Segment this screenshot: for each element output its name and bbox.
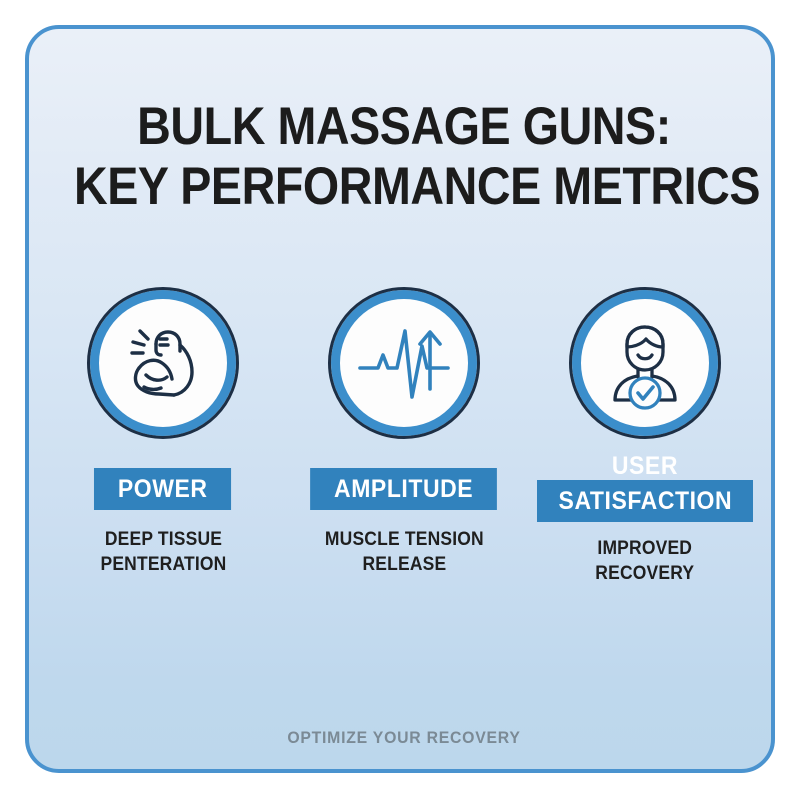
user-satisfaction-label-box: SATISFACTION	[536, 480, 754, 522]
flexed-bicep-icon	[115, 315, 211, 411]
infographic-card: BULK MASSAGE GUNS: KEY PERFORMANCE METRI…	[25, 25, 775, 773]
metric-column-amplitude: AMPLITUDE MUSCLE TENSION RELEASE	[298, 287, 510, 577]
pulse-waveform-arrow-icon	[352, 311, 456, 415]
page-title: BULK MASSAGE GUNS: KEY PERFORMANCE METRI…	[29, 97, 771, 217]
user-satisfaction-caption-line-1: IMPROVED	[597, 538, 693, 559]
amplitude-caption-line-1: MUSCLE TENSION	[324, 529, 484, 550]
user-satisfaction-label-line-1: USER	[611, 452, 679, 480]
power-caption-line-2: PENTERATION	[99, 554, 227, 575]
title-line-1: BULK MASSAGE GUNS:	[137, 97, 671, 156]
power-caption: DEEP TISSUE PENTERATION	[100, 527, 226, 577]
user-satisfaction-caption: IMPROVED RECOVERY	[596, 536, 695, 586]
user-check-badge-icon	[596, 314, 694, 412]
user-satisfaction-label: USER SATISFACTION	[536, 452, 754, 522]
metrics-row: POWER DEEP TISSUE PENTERATION	[57, 287, 754, 586]
power-label-box: POWER	[94, 468, 232, 510]
user-satisfaction-caption-line-2: RECOVERY	[595, 563, 695, 584]
title-line-2: KEY PERFORMANCE METRICS	[74, 157, 761, 216]
power-icon-circle	[87, 287, 239, 439]
footer-tagline: OPTIMIZE YOUR RECOVERY	[287, 728, 521, 747]
power-caption-line-1: DEEP TISSUE	[104, 529, 222, 550]
metric-column-user-satisfaction: USER SATISFACTION IMPROVED RECOVERY	[536, 287, 754, 586]
amplitude-caption-line-2: RELEASE	[362, 554, 446, 575]
amplitude-label-box: AMPLITUDE	[310, 468, 498, 510]
metric-column-power: POWER DEEP TISSUE PENTERATION	[57, 287, 269, 577]
amplitude-icon-circle	[328, 287, 480, 439]
amplitude-caption: MUSCLE TENSION RELEASE	[325, 527, 484, 577]
user-satisfaction-icon-circle	[569, 287, 721, 439]
user-satisfaction-label-line-2: SATISFACTION	[558, 487, 732, 515]
